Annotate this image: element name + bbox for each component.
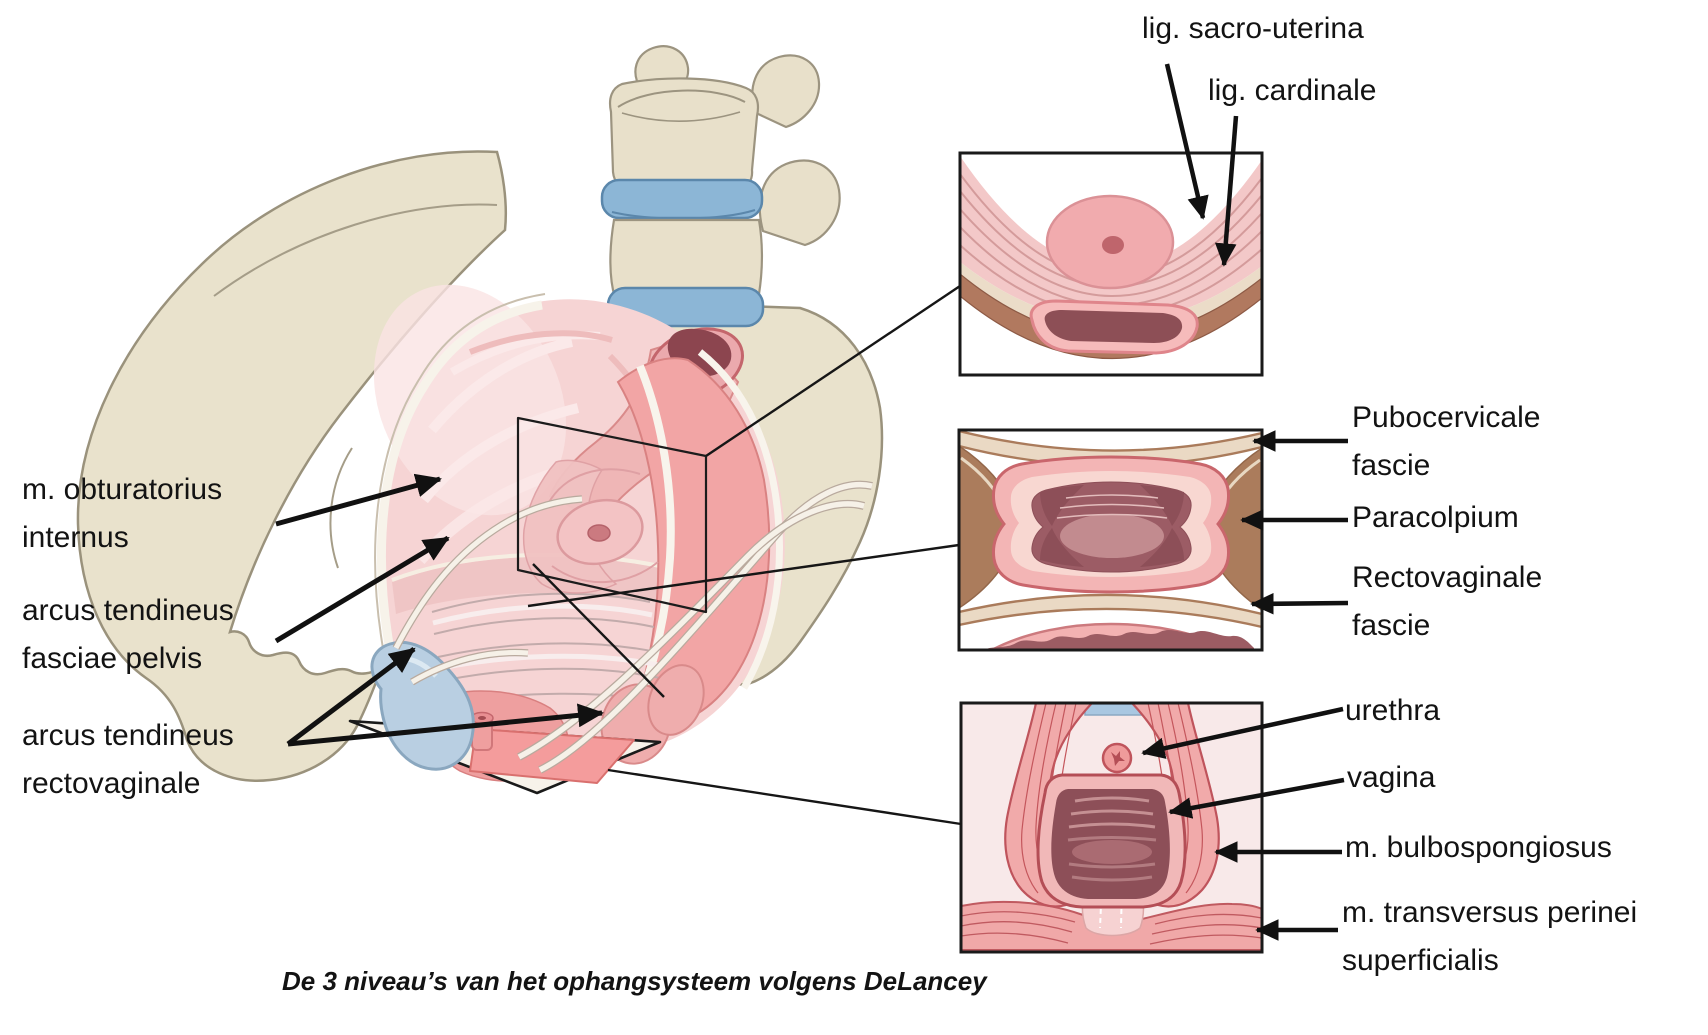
arrow-vagina (1168, 777, 1345, 819)
arrow-arcus-fasciae (274, 535, 450, 644)
level2-window-frame (516, 416, 708, 614)
label-line: m. transversus perinei (1342, 896, 1638, 929)
vaginal-wall-rugae (431, 592, 663, 703)
label-line: arcus tendineus (22, 719, 234, 752)
inset-level1 (958, 151, 1264, 377)
label-vagina: vagina (1347, 754, 1435, 802)
connector-level2b (532, 563, 665, 698)
rectum-cross-section (983, 622, 1254, 650)
arrow-rectovaginale (1250, 592, 1349, 615)
vertebra-process (758, 159, 841, 247)
label-m-bulbospongiosus: m. bulbospongiosus (1345, 824, 1612, 872)
connector-level1 (705, 285, 961, 457)
intervertebral-disc (600, 178, 764, 220)
arrow-arcus-recto-2 (287, 703, 604, 747)
perineal-membrane (469, 728, 635, 784)
arrow-sacro-uterina (1164, 63, 1209, 220)
inset-level3 (959, 701, 1264, 954)
label-m-obturatorius-internus: m. obturatorius internus (22, 466, 222, 562)
label-line: lig. sacro-uterina (1142, 12, 1364, 45)
figure-caption: De 3 niveau’s van het ophangsysteem volg… (282, 966, 987, 996)
label-arcus-tendineus-fasciae-pelvis: arcus tendineus fasciae pelvis (22, 587, 234, 683)
pelvis-illustration (76, 45, 884, 795)
lumbar-vertebrae (600, 45, 841, 328)
label-lig-cardinale: lig. cardinale (1208, 67, 1376, 115)
label-line: Paracolpium (1352, 501, 1519, 534)
arrow-urethra (1141, 706, 1344, 759)
vertebra-process (751, 54, 821, 129)
label-line: lig. cardinale (1208, 74, 1377, 107)
pubocervical-fascia-band (959, 431, 1262, 466)
label-urethra: urethra (1345, 687, 1440, 735)
label-line: vagina (1347, 761, 1436, 794)
vertebra-body-1 (608, 77, 760, 191)
label-line: Pubocervicale (1352, 401, 1541, 434)
vaginal-opening (1036, 773, 1187, 909)
cervix (522, 459, 659, 594)
label-line: fasciae pelvis (22, 642, 203, 675)
vagina-cross-section (992, 455, 1230, 594)
arrow-cardinale (1214, 115, 1239, 267)
arrow-obturatorius (275, 473, 442, 527)
cervix-cross-section (1045, 194, 1175, 290)
label-line: fascie (1352, 449, 1431, 482)
label-rectovaginale-fascie: Rectovaginale fascie (1352, 554, 1542, 650)
urethra-opening (1101, 742, 1133, 774)
rectovaginal-fascia-band (959, 594, 1262, 627)
label-lig-sacro-uterina: lig. sacro-uterina (1142, 5, 1364, 53)
label-m-transversus-perinei-superficialis: m. transversus perinei superficialis (1342, 889, 1637, 985)
label-arcus-tendineus-rectovaginale: arcus tendineus rectovaginale (22, 712, 234, 808)
vaginal-slit (1029, 299, 1199, 355)
label-line: urethra (1345, 694, 1441, 727)
label-line: superficialis (1342, 944, 1499, 977)
connector-level2 (527, 543, 960, 608)
connector-level3 (607, 768, 962, 826)
label-line: arcus tendineus (22, 594, 234, 627)
annotation-arrows (274, 63, 1349, 941)
label-pubocervicale-fascie: Pubocervicale fascie (1352, 394, 1540, 490)
label-paracolpium: Paracolpium (1352, 494, 1519, 542)
label-line: Rectovaginale (1352, 561, 1543, 594)
label-line: fascie (1352, 609, 1431, 642)
label-line: m. obturatorius (22, 473, 223, 506)
connector-lines (527, 285, 962, 826)
label-line: internus (22, 521, 129, 554)
arrow-arcus-recto-1 (286, 647, 416, 746)
arcus-tendineus-bands (392, 480, 873, 774)
label-line: rectovaginale (22, 767, 201, 800)
inset-level2 (957, 428, 1264, 652)
label-line: m. bulbospongiosus (1345, 831, 1612, 864)
